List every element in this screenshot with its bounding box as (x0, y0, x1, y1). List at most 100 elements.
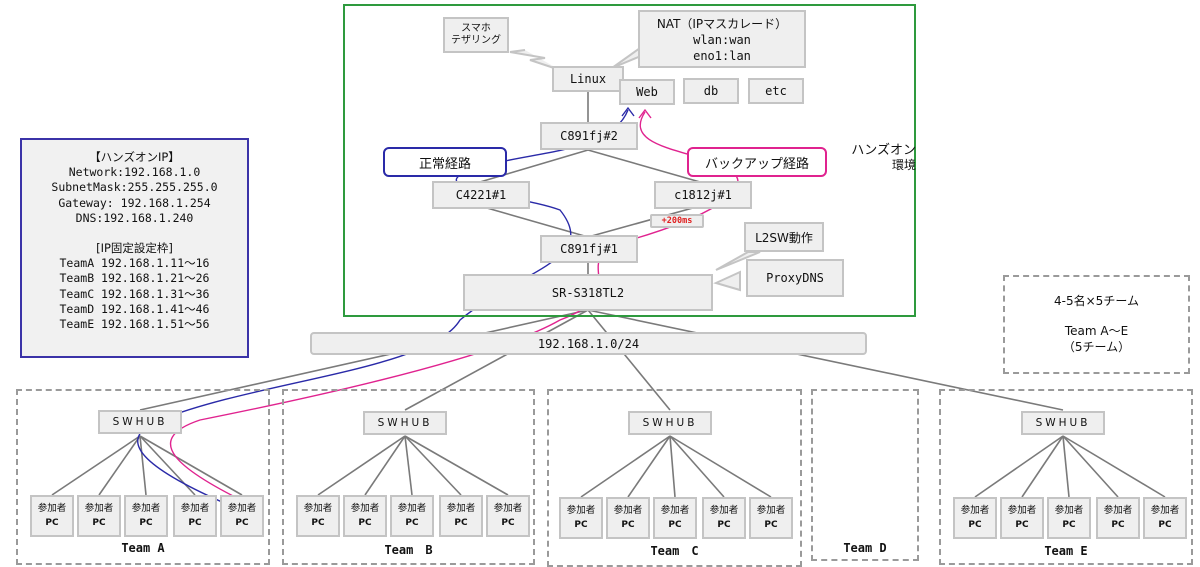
pc-sublabel: PC (1111, 520, 1125, 530)
swhub-switch[interactable]: SWHUB (363, 411, 447, 435)
router-c4221[interactable]: C4221#1 (432, 181, 530, 209)
link-sr-team-e (587, 309, 1064, 411)
nat-title: NAT（IPマスカレード） (656, 17, 788, 31)
pc-label: 参加者 (37, 503, 67, 514)
ip-info-title: 【ハンズオンIP】 (89, 150, 180, 164)
pc-label: 参加者 (350, 503, 380, 514)
link-c1812j-c891fj1 (587, 205, 701, 238)
normal-route-arrow (621, 106, 635, 117)
web-server[interactable]: Web (619, 79, 675, 105)
pc-sublabel: PC (311, 518, 325, 528)
ip-fixed-team-c: TeamC 192.168.1.31～36 (59, 286, 210, 301)
pc-sublabel: PC (405, 518, 419, 528)
link-hub-pc (1062, 435, 1070, 498)
link-hub-pc (139, 435, 243, 496)
pc-label: 参加者 (84, 503, 114, 514)
pc-sublabel: PC (358, 518, 372, 528)
link-hub-pc (974, 435, 1064, 498)
nat-wan: wlan:wan (693, 33, 751, 47)
participant-pc[interactable]: 参加者 PC (390, 495, 434, 537)
participant-pc[interactable]: 参加者 PC (173, 495, 217, 537)
pc-label: 参加者 (960, 505, 990, 516)
ip-subnet: SubnetMask:255.255.255.0 (51, 180, 218, 195)
db-server[interactable]: db (683, 78, 739, 104)
swhub-switch[interactable]: SWHUB (628, 411, 712, 435)
ip-dns: DNS:192.168.1.240 (75, 210, 194, 225)
pc-label: 参加者 (660, 505, 690, 516)
participant-pc[interactable]: 参加者 PC (702, 497, 746, 539)
etc-server[interactable]: etc (748, 78, 804, 104)
router-c891fj2[interactable]: C891fj#2 (540, 122, 638, 150)
link-hub-pc (404, 435, 462, 496)
nat-callout: NAT（IPマスカレード） wlan:wan eno1:lan (638, 10, 806, 68)
pc-label: 参加者 (1007, 505, 1037, 516)
pc-label: 参加者 (1103, 505, 1133, 516)
backup-route-arrow (638, 108, 652, 119)
proxydns-callout-tail (713, 270, 741, 292)
link-c891fj2-c1812j (587, 149, 701, 183)
ip-network: Network:192.168.1.0 (68, 165, 201, 180)
link-hub-pc (404, 435, 413, 496)
router-c1812j[interactable]: c1812j#1 (654, 181, 752, 209)
ip-fixed-title: [IP固定設定枠] (96, 241, 173, 256)
participant-pc[interactable]: 参加者 PC (1096, 497, 1140, 539)
summary-line3: （5チーム） (1062, 340, 1131, 354)
link-sr-team-a (139, 309, 589, 411)
environment-label-line2: 環境 (891, 158, 916, 172)
delay-badge: +200ms (650, 214, 704, 228)
link-hub-pc (98, 435, 141, 496)
team-label: Team D (843, 541, 887, 555)
linux-server[interactable]: Linux (552, 66, 624, 92)
link-hub-pc (317, 435, 406, 496)
participant-pc[interactable]: 参加者 PC (124, 495, 168, 537)
participant-pc[interactable]: 参加者 PC (343, 495, 387, 537)
ip-info-panel: 【ハンズオンIP】 Network:192.168.1.0 SubnetMask… (20, 138, 249, 358)
tethering-label-2: テザリング (451, 35, 501, 46)
pc-label: 参加者 (446, 503, 476, 514)
hands-on-environment (343, 4, 916, 317)
nat-lan: eno1:lan (693, 49, 751, 63)
summary-line1: 4-5名×5チーム (1054, 294, 1139, 308)
team-a-container (16, 389, 270, 565)
link-hub-pc (1021, 435, 1064, 498)
backup-route-label: バックアップ経路 (687, 147, 827, 177)
l2sw-callout: L2SW動作 (744, 222, 824, 252)
pc-sublabel: PC (717, 520, 731, 530)
ip-fixed-team-a: TeamA 192.168.1.11～16 (59, 256, 210, 271)
participant-pc[interactable]: 参加者 PC (749, 497, 793, 539)
pc-label: 参加者 (131, 503, 161, 514)
swhub-switch[interactable]: SWHUB (98, 410, 182, 434)
link-hub-pc (580, 435, 671, 498)
router-c891fj1[interactable]: C891fj#1 (540, 235, 638, 263)
ip-fixed-team-b: TeamB 192.168.1.21～26 (59, 271, 210, 286)
pc-label: 参加者 (397, 503, 427, 514)
team-c-container (547, 389, 802, 567)
pc-label: 参加者 (180, 503, 210, 514)
participant-pc[interactable]: 参加者 PC (653, 497, 697, 539)
pc-sublabel: PC (764, 520, 778, 530)
pc-sublabel: PC (139, 518, 153, 528)
pc-label: 参加者 (709, 505, 739, 516)
link-hub-pc (1062, 435, 1166, 498)
switch-sr-s318tl2[interactable]: SR-S318TL2 (463, 274, 713, 311)
pc-sublabel: PC (668, 520, 682, 530)
pc-label: 参加者 (756, 505, 786, 516)
link-hub-pc (404, 435, 509, 496)
swhub-switch[interactable]: SWHUB (1021, 411, 1105, 435)
pc-sublabel: PC (188, 518, 202, 528)
wireless-link-icon (509, 49, 561, 71)
pc-label: 参加者 (493, 503, 523, 514)
pc-sublabel: PC (235, 518, 249, 528)
